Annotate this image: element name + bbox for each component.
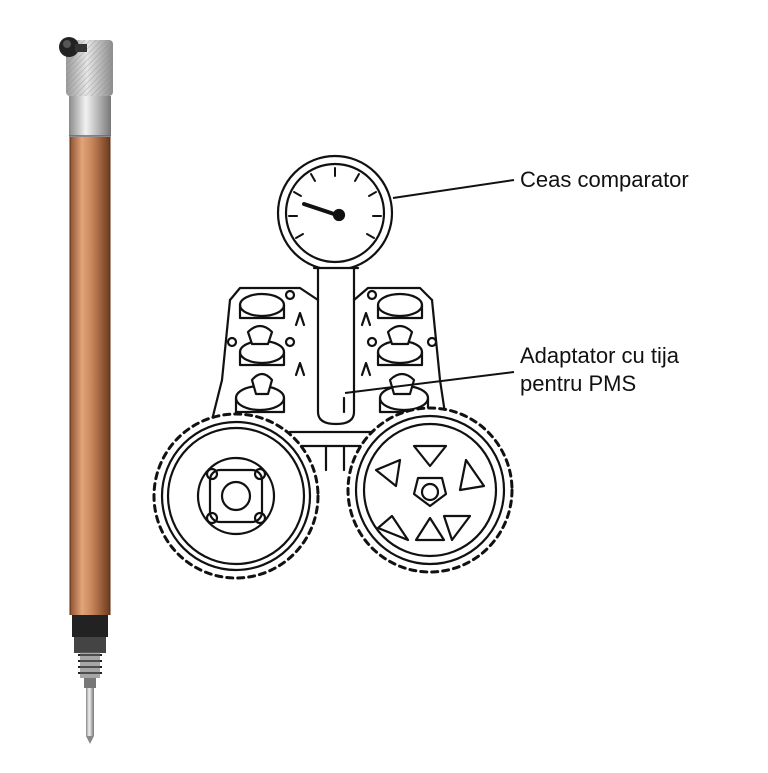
adapter-label: Adaptator cu tija pentru PMS [520, 342, 679, 398]
camshaft-sprocket-icon [346, 406, 514, 574]
adapter-leader-line [344, 371, 515, 394]
camshaft-sprocket-icon [152, 412, 320, 580]
adapter-label-line1: Adaptator cu tija [520, 343, 679, 368]
dial-gauge-icon [276, 154, 394, 272]
gauge-leader-line [392, 179, 515, 199]
engine-head-icon [210, 286, 448, 472]
adapter-stem [312, 266, 360, 426]
tdc-adapter-tool-icon [59, 37, 113, 744]
dial-gauge-label: Ceas comparator [520, 167, 689, 192]
adapter-label-line2: pentru PMS [520, 371, 637, 396]
